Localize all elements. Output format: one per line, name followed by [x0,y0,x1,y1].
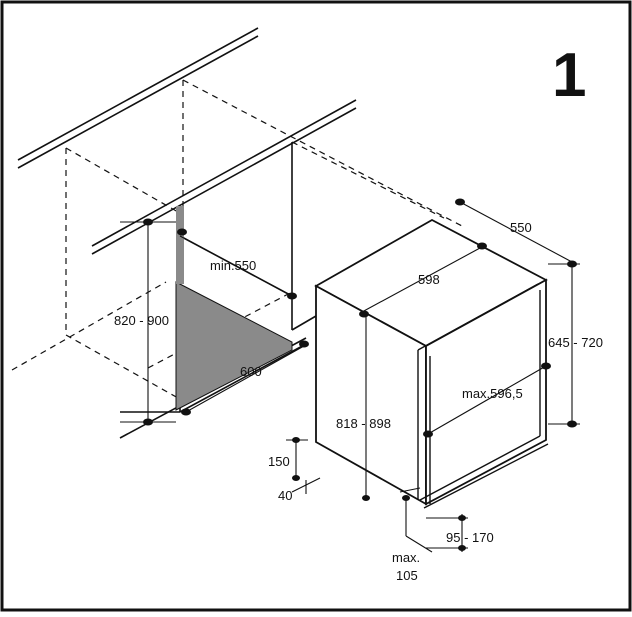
dim-min-550: min.550 [210,258,256,273]
niche-back-strip [176,206,184,284]
dim-max-596-5: max.596,5 [462,386,523,401]
dim-550: 550 [510,220,532,235]
step-number: 1 [552,41,586,110]
dim-40: 40 [278,488,292,503]
dim-645-720: 645 - 720 [548,335,603,350]
dishwasher-body [314,218,548,506]
dim-150: 150 [268,454,290,469]
dim-598: 598 [418,272,440,287]
niche-side-wall [175,281,293,411]
worktop-rail-upper [17,27,259,169]
door-panel [417,283,549,509]
dim-818-898: 818 - 898 [336,416,391,431]
dimension-dots [143,198,577,551]
worktop-rail-lower [91,99,357,255]
dim-max-label: max. [392,550,420,565]
dim-820-900: 820 - 900 [114,313,169,328]
dim-600: 600 [240,364,262,379]
dim-95-170: 95 - 170 [446,530,494,545]
dim-105: 105 [396,568,418,583]
